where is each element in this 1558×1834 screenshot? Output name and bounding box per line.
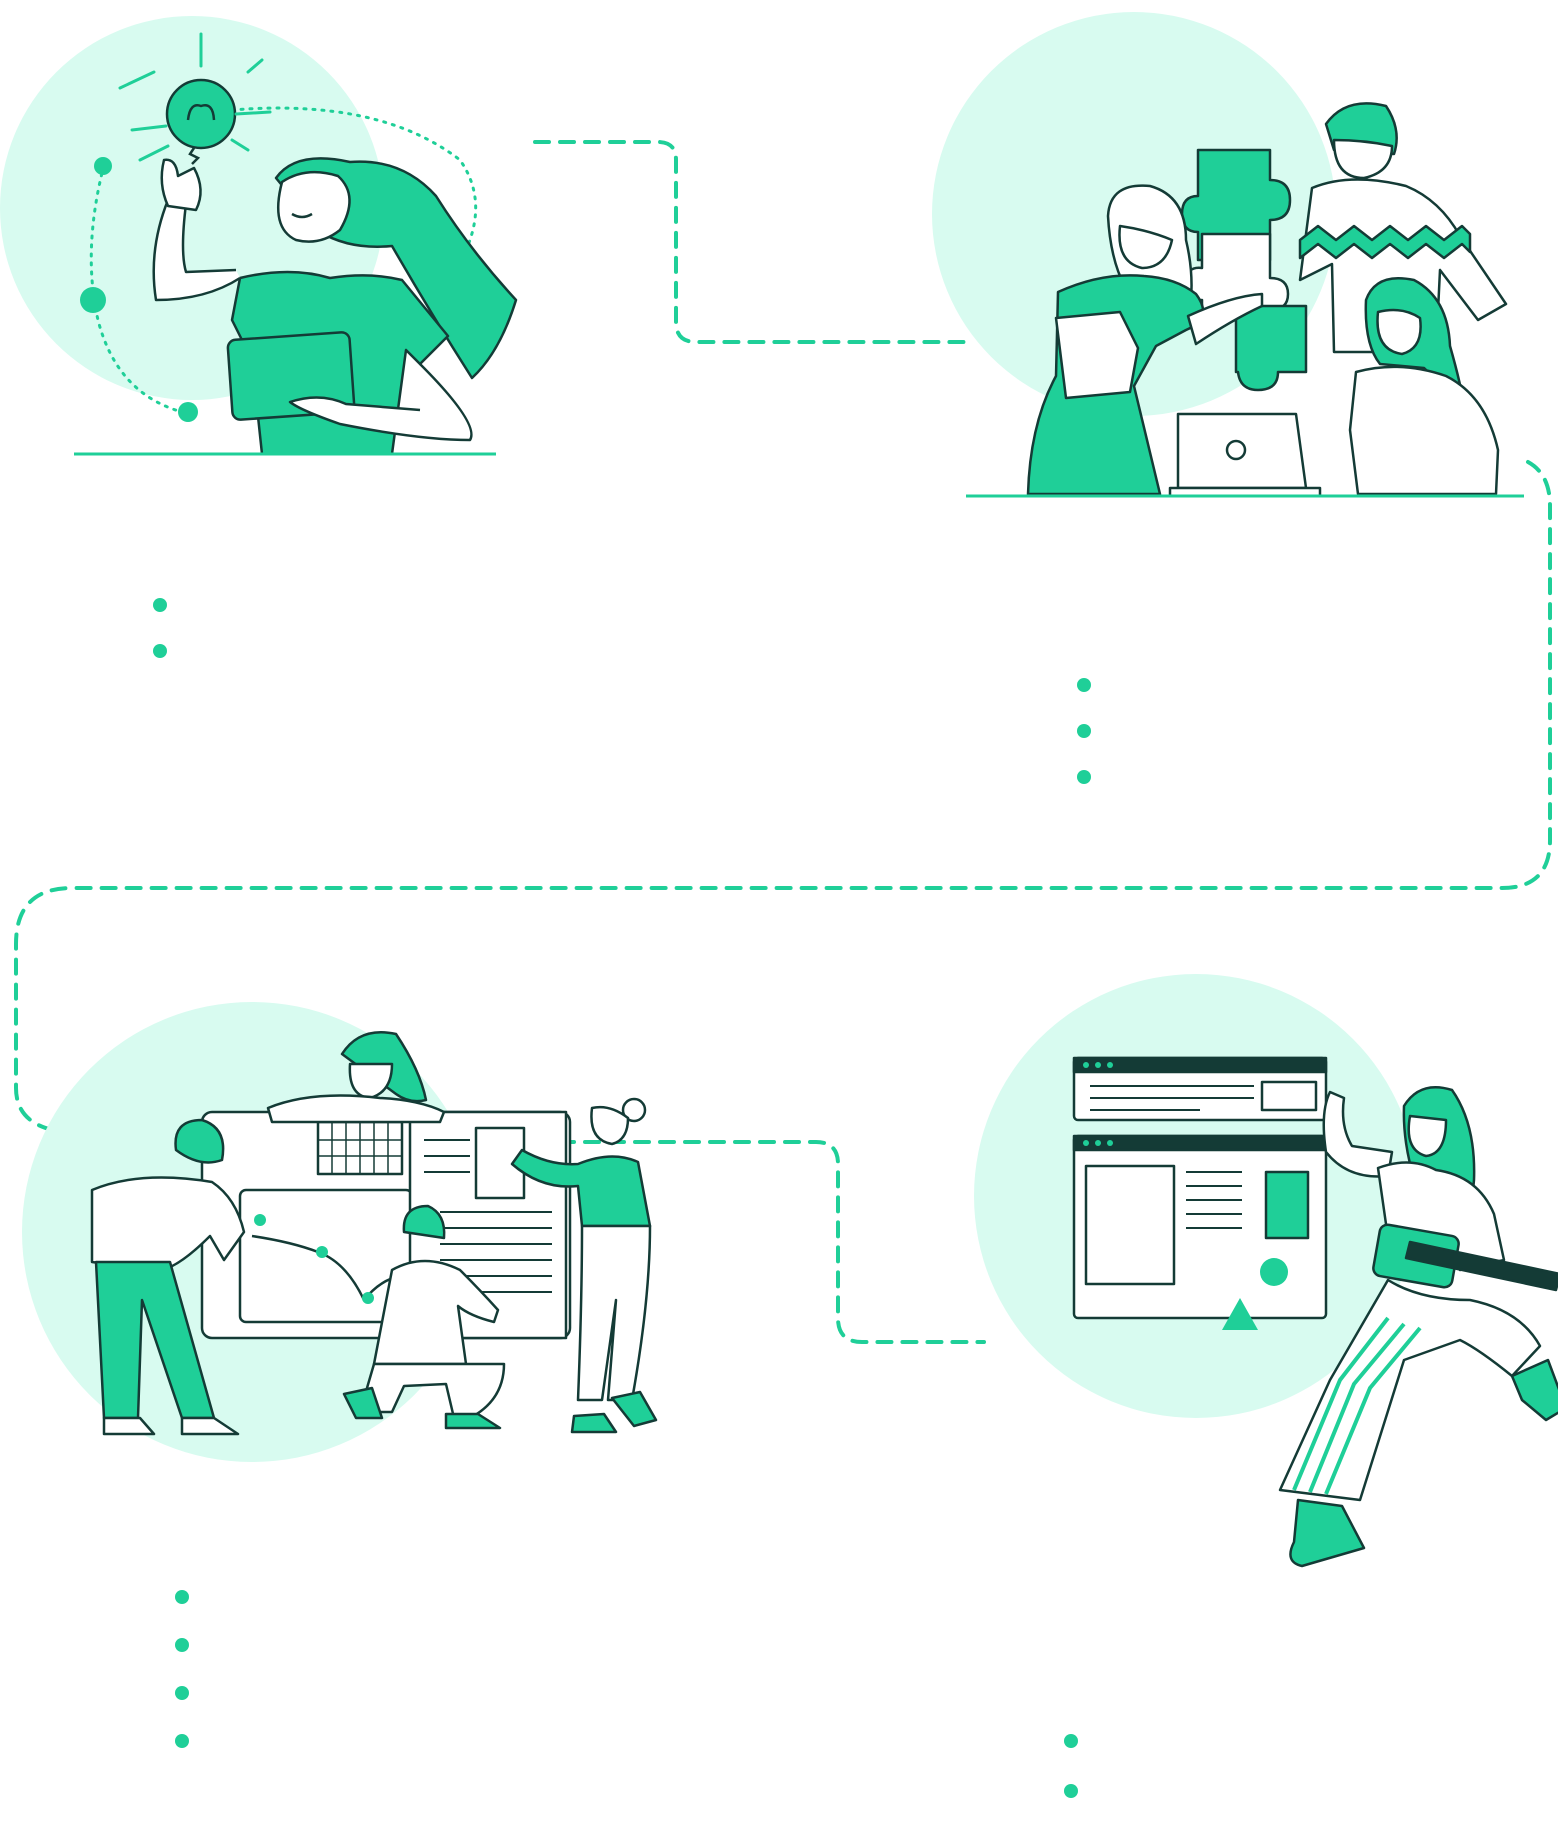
browser-windows-icon bbox=[1072, 1056, 1328, 1330]
step-1-illustration bbox=[0, 16, 518, 456]
shirt bbox=[510, 1148, 652, 1228]
bullet-dot-icon bbox=[1077, 770, 1091, 784]
pants bbox=[576, 1224, 652, 1402]
accent-triangle bbox=[1222, 1298, 1258, 1330]
bullet-dot-icon bbox=[1064, 1734, 1078, 1748]
hair-bun bbox=[621, 1097, 647, 1123]
shirt bbox=[266, 1094, 446, 1124]
hand-pointing bbox=[160, 158, 202, 212]
hair bbox=[174, 1118, 225, 1164]
pants bbox=[358, 1362, 506, 1420]
shoe bbox=[102, 1416, 156, 1436]
browser-titlebar bbox=[1072, 1056, 1328, 1074]
orbit-dot bbox=[178, 402, 198, 422]
face bbox=[1118, 224, 1174, 270]
step-2-illustration bbox=[932, 12, 1524, 498]
accent-block bbox=[1264, 1170, 1310, 1240]
bullet-dot-icon bbox=[1077, 724, 1091, 738]
step-4-illustration bbox=[974, 974, 1558, 1568]
accent-circle bbox=[1260, 1258, 1288, 1286]
chart-line bbox=[251, 1234, 401, 1302]
lightbulb-idea-icon bbox=[118, 32, 272, 165]
bullet-item bbox=[153, 598, 453, 644]
person-thinking bbox=[152, 157, 518, 456]
bullet-dot-icon bbox=[153, 644, 167, 658]
card-stripe bbox=[1404, 1240, 1558, 1292]
bullet-item bbox=[1064, 1734, 1364, 1784]
hair bbox=[402, 1204, 446, 1240]
arm-raised bbox=[152, 198, 241, 302]
pants-stripe bbox=[1324, 1326, 1422, 1495]
team-people bbox=[1026, 102, 1508, 498]
shirt bbox=[372, 1259, 500, 1366]
face bbox=[590, 1105, 630, 1146]
orbit-dot bbox=[80, 287, 106, 313]
shoe bbox=[1289, 1498, 1366, 1568]
board-people bbox=[90, 1030, 658, 1436]
shoe bbox=[1510, 1358, 1558, 1422]
pants-stripe bbox=[1292, 1316, 1390, 1491]
bullet-dot-icon bbox=[175, 1686, 189, 1700]
running-person bbox=[1278, 1086, 1558, 1568]
face bbox=[276, 170, 351, 243]
bullet-item bbox=[175, 1734, 475, 1782]
bullet-item bbox=[153, 644, 453, 690]
bullet-dot-icon bbox=[175, 1734, 189, 1748]
bullet-dot-icon bbox=[175, 1590, 189, 1604]
bullet-item bbox=[1077, 678, 1377, 724]
orbit-dot bbox=[94, 157, 112, 175]
step-2-bullet-list bbox=[1077, 678, 1377, 816]
shirt bbox=[1348, 365, 1500, 496]
orbit-dotted-path bbox=[89, 106, 478, 416]
bullet-item bbox=[175, 1686, 475, 1734]
bullet-dot-icon bbox=[1077, 678, 1091, 692]
bullet-item bbox=[1077, 770, 1377, 816]
shoe bbox=[180, 1416, 240, 1436]
bullet-dot-icon bbox=[175, 1638, 189, 1652]
laptop-logo bbox=[1225, 439, 1247, 461]
shoe bbox=[444, 1412, 502, 1430]
connector-lines bbox=[14, 140, 1552, 1344]
face bbox=[1332, 138, 1394, 180]
shoe bbox=[342, 1386, 384, 1420]
puzzle-piece bbox=[1234, 304, 1308, 392]
shoe bbox=[610, 1390, 658, 1428]
step-1-bullet-list bbox=[153, 598, 453, 690]
sweater bbox=[1298, 178, 1508, 354]
pants-stripe bbox=[1308, 1322, 1406, 1493]
step-3-bullet-list bbox=[175, 1590, 475, 1782]
step-4-bullet-list bbox=[1064, 1734, 1364, 1834]
shirt bbox=[1376, 1161, 1506, 1272]
step-3-illustration bbox=[22, 1002, 658, 1462]
bullet-item bbox=[175, 1590, 475, 1638]
bullet-dot-icon bbox=[1064, 1784, 1078, 1798]
face bbox=[1407, 1114, 1448, 1158]
sweater-zigzag bbox=[1298, 224, 1472, 260]
bullet-dot-icon bbox=[153, 598, 167, 612]
clipboard bbox=[1054, 310, 1140, 400]
arm bbox=[1186, 292, 1264, 346]
shirt bbox=[90, 1176, 246, 1273]
face bbox=[1376, 308, 1422, 356]
arm-raised bbox=[1322, 1090, 1394, 1178]
connector-1-2 bbox=[533, 140, 967, 344]
arm-holding bbox=[288, 363, 473, 442]
bullet-item bbox=[1064, 1784, 1364, 1834]
bullet-item bbox=[1077, 724, 1377, 770]
bullet-item bbox=[175, 1638, 475, 1686]
shoe bbox=[570, 1412, 618, 1434]
connector-3-4 bbox=[558, 1140, 986, 1344]
